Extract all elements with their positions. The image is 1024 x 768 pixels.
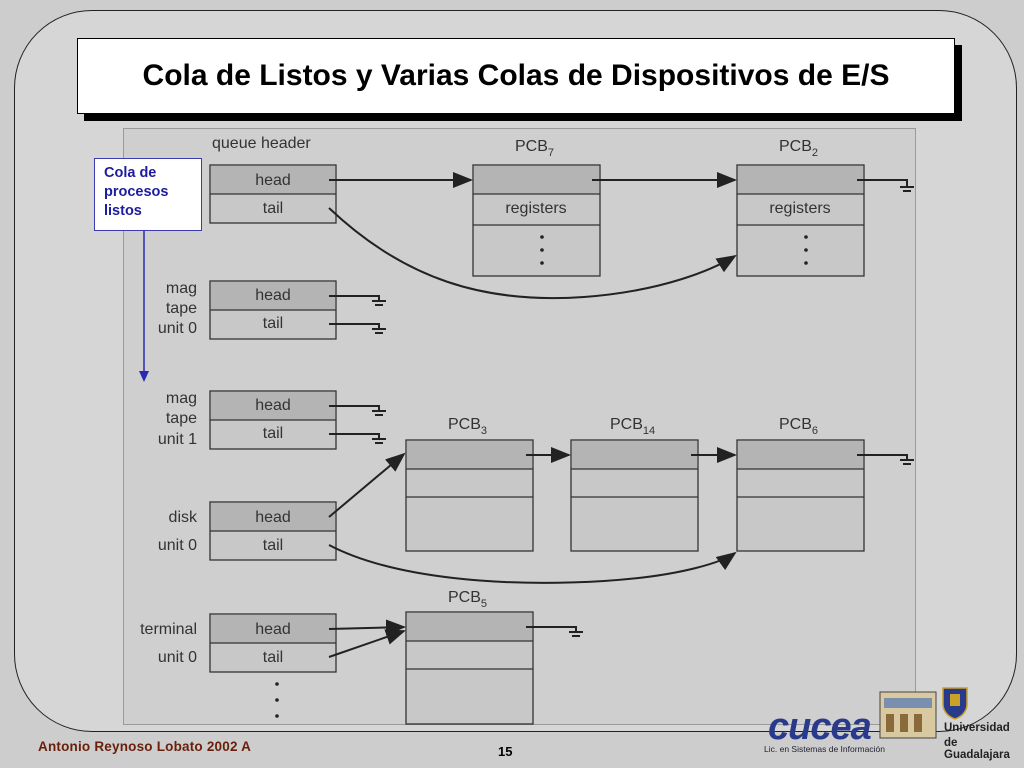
mag-tape-0-tail-label: tail	[263, 315, 283, 332]
annotation-line-3: listos	[104, 203, 142, 219]
ready-queue-annotation: Cola de procesos listos	[94, 158, 202, 231]
logo-area: cucea Lic. en Sistemas de Información Un…	[760, 686, 1024, 768]
queue-diagram: queue header head tail mag tape unit 0 h…	[123, 128, 916, 725]
ready-head-label: head	[255, 172, 291, 189]
null-pointer-grounds	[372, 186, 914, 637]
pcb-3: PCB3	[405, 416, 534, 552]
queue-header-label: queue header	[212, 135, 311, 152]
annotation-line-2: procesos	[104, 184, 169, 200]
terminal-tail-label: tail	[263, 649, 283, 666]
annotation-line-1: Cola de	[104, 165, 157, 181]
mag-tape-0-label-2: tape	[166, 300, 197, 317]
slide-title: Cola de Listos y Varias Colas de Disposi…	[142, 59, 890, 92]
pcb-14-name: PCB14	[610, 416, 655, 437]
pcb-14: PCB14	[570, 416, 699, 552]
ready-queue-header: head tail	[209, 164, 337, 224]
mag-tape-0-head-label: head	[255, 287, 291, 304]
pcb-2-name: PCB2	[779, 138, 818, 159]
page-number: 15	[498, 744, 513, 759]
mag-tape-1-label-2: tape	[166, 410, 197, 427]
university-crest-icon	[942, 687, 968, 720]
terminal-label-1: terminal	[140, 621, 197, 638]
mag-tape-1-label-1: mag	[166, 390, 197, 407]
mag-tape-1-head-label: head	[255, 397, 291, 414]
mag-tape-1-label-3: unit 1	[158, 431, 197, 448]
mag-tape-1-header: mag tape unit 1 head tail	[158, 390, 337, 450]
mag-tape-0-label-3: unit 0	[158, 320, 197, 337]
queue-links	[328, 172, 908, 658]
queue-diagram-svg: queue header head tail mag tape unit 0 h…	[140, 135, 914, 725]
author-footer: Antonio Reynoso Lobato 2002 A	[38, 739, 252, 754]
pcb-5: PCB5	[405, 589, 534, 725]
pcb-2: PCB2 registers	[736, 138, 865, 277]
university-name-line-2: de Guadalajara	[944, 737, 1010, 761]
more-devices-dots	[275, 682, 279, 718]
title-box: Cola de Listos y Varias Colas de Disposi…	[77, 38, 955, 114]
terminal-header: terminal unit 0 head tail	[140, 613, 337, 673]
disk-label-1: disk	[169, 509, 198, 526]
pcb-2-registers: registers	[769, 200, 830, 217]
terminal-head-label: head	[255, 621, 291, 638]
pcb-6-name: PCB6	[779, 416, 818, 437]
disk-tail-label: tail	[263, 537, 283, 554]
university-name-line-1: Universidad	[944, 722, 1010, 734]
pcb-7-registers: registers	[505, 200, 566, 217]
cucea-logo: cucea	[768, 706, 872, 748]
pcb-6: PCB6	[736, 416, 865, 552]
pcb-5-name: PCB5	[448, 589, 487, 610]
terminal-label-2: unit 0	[158, 649, 197, 666]
disk-head-label: head	[255, 509, 291, 526]
mag-tape-1-tail-label: tail	[263, 425, 283, 442]
pcb-7: PCB7 registers	[472, 138, 601, 277]
disk-header: disk unit 0 head tail	[158, 501, 337, 561]
mag-tape-0-header: mag tape unit 0 head tail	[158, 280, 337, 340]
cucea-tagline: Lic. en Sistemas de Información	[764, 744, 885, 754]
building-logo-icon	[879, 691, 937, 739]
mag-tape-0-label-1: mag	[166, 280, 197, 297]
disk-label-2: unit 0	[158, 537, 197, 554]
pcb-3-name: PCB3	[448, 416, 487, 437]
annotation-arrow	[139, 231, 149, 382]
pcb-7-name: PCB7	[515, 138, 554, 159]
ready-tail-label: tail	[263, 200, 283, 217]
